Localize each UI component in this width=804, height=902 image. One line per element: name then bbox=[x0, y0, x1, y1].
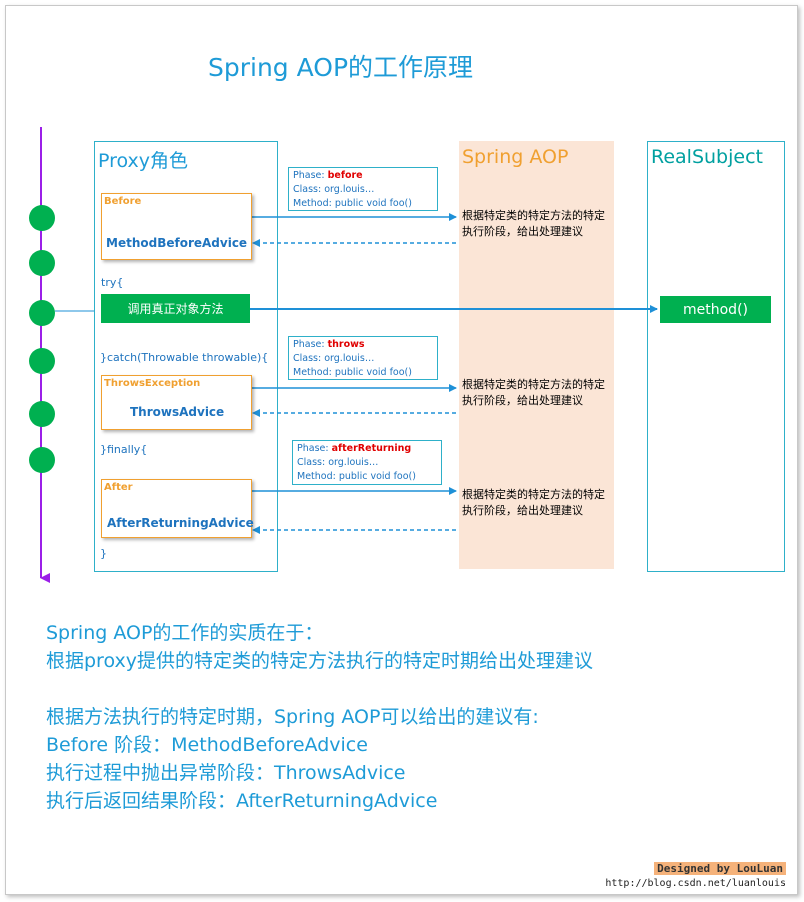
real-method-box: method() bbox=[660, 296, 771, 323]
summary-line: 根据方法执行的特定时期，Spring AOP可以给出的建议有: bbox=[46, 706, 539, 728]
method-line: Method: public void foo() bbox=[293, 367, 412, 378]
diagram-title: Spring AOP的工作原理 bbox=[208, 53, 474, 82]
summary-line: 执行过程中抛出异常阶段：ThrowsAdvice bbox=[46, 762, 406, 784]
summary-line: 根据proxy提供的特定类的特定方法执行的特定时期给出处理建议 bbox=[46, 650, 593, 672]
after-advice-tag: After bbox=[104, 482, 133, 493]
after-phase-box: Phase: afterReturning Class: org.louis… … bbox=[292, 440, 442, 485]
after-advice-name: AfterReturningAdvice bbox=[107, 516, 254, 530]
spring-aop-column bbox=[459, 141, 614, 569]
phase-label: Phase: bbox=[293, 339, 328, 350]
phase-line: Phase: throws bbox=[293, 338, 433, 352]
throws-phase-box: Phase: throws Class: org.louis… Method: … bbox=[288, 336, 438, 380]
proxy-column bbox=[94, 141, 278, 572]
timeline-dot bbox=[29, 348, 55, 374]
phase-label: Phase: bbox=[297, 443, 332, 454]
summary-line: Before 阶段：MethodBeforeAdvice bbox=[46, 734, 368, 756]
timeline-dot bbox=[29, 401, 55, 427]
throws-advice-tag: ThrowsException bbox=[104, 378, 201, 389]
before-advice-name: MethodBeforeAdvice bbox=[106, 236, 248, 250]
realsubject-column-title: RealSubject bbox=[651, 146, 763, 168]
proxy-column-title: Proxy角色 bbox=[98, 150, 189, 172]
close-brace-code: } bbox=[100, 547, 107, 560]
after-advice-box: After AfterReturningAdvice bbox=[101, 479, 254, 538]
phase-label: Phase: bbox=[293, 170, 328, 181]
throws-advice-box: ThrowsException ThrowsAdvice bbox=[101, 375, 252, 430]
after-advice-text: 根据特定类的特定方法的特定执行阶段，给出处理建议 bbox=[462, 488, 605, 517]
finally-open-code: }finally{ bbox=[100, 443, 148, 456]
timeline-dot bbox=[29, 250, 55, 276]
invoke-real-method-box: 调用真正对象方法 bbox=[101, 294, 250, 323]
class-line: Class: org.louis… bbox=[293, 353, 375, 364]
class-line: Class: org.louis… bbox=[293, 184, 375, 195]
phase-line: Phase: before bbox=[293, 169, 433, 183]
throws-advice-name: ThrowsAdvice bbox=[130, 405, 225, 419]
before-advice-tag: Before bbox=[104, 196, 142, 207]
timeline-dot bbox=[29, 300, 55, 326]
designer-credit: Designed by LouLuan bbox=[654, 862, 786, 875]
summary-line bbox=[46, 675, 593, 703]
phase-value: before bbox=[327, 170, 363, 181]
try-open-code: try{ bbox=[101, 276, 124, 289]
blog-url: http://blog.csdn.net/luanlouis bbox=[605, 878, 786, 889]
phase-value: afterReturning bbox=[331, 443, 412, 454]
realsubject-column bbox=[647, 141, 785, 572]
method-line: Method: public void foo() bbox=[293, 198, 412, 209]
before-advice-box: Before MethodBeforeAdvice bbox=[101, 193, 252, 260]
phase-value: throws bbox=[327, 339, 365, 350]
spring-aop-column-title: Spring AOP bbox=[462, 146, 569, 168]
before-phase-box: Phase: before Class: org.louis… Method: … bbox=[288, 167, 438, 211]
throws-advice-text: 根据特定类的特定方法的特定执行阶段，给出处理建议 bbox=[462, 378, 605, 407]
before-advice-text: 根据特定类的特定方法的特定执行阶段，给出处理建议 bbox=[462, 209, 605, 238]
catch-open-code: }catch(Throwable throwable){ bbox=[100, 351, 269, 364]
phase-line: Phase: afterReturning bbox=[297, 442, 437, 456]
timeline-dot bbox=[29, 447, 55, 473]
method-line: Method: public void foo() bbox=[297, 471, 416, 482]
summary-line: Spring AOP的工作的实质在于： bbox=[46, 622, 324, 644]
class-line: Class: org.louis… bbox=[297, 457, 379, 468]
summary-line: 执行后返回结果阶段：AfterReturningAdvice bbox=[46, 790, 438, 812]
summary-text: Spring AOP的工作的实质在于： 根据proxy提供的特定类的特定方法执行… bbox=[46, 619, 593, 815]
timeline-dot bbox=[29, 205, 55, 231]
